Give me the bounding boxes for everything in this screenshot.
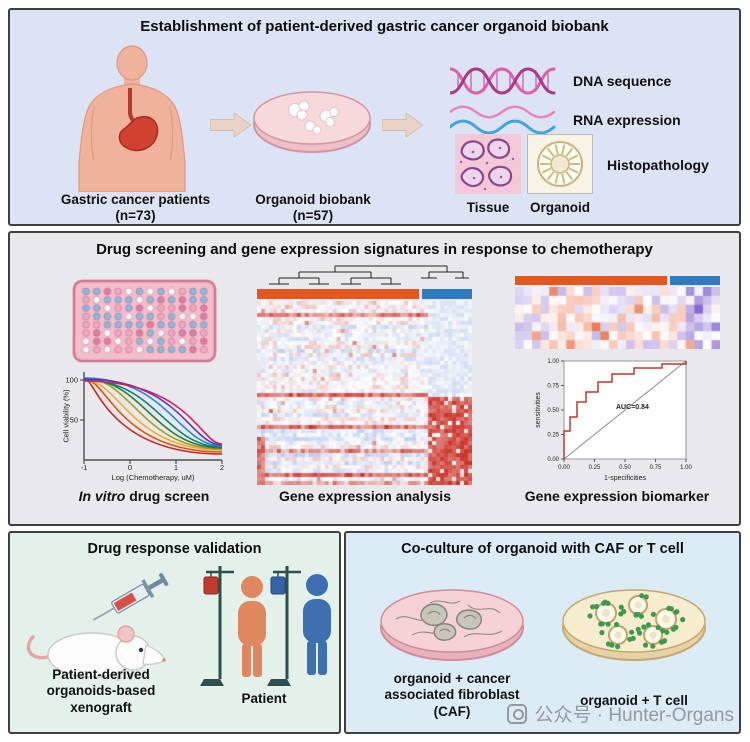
gene-expression-caption: Gene expression analysis <box>279 488 451 504</box>
roc-x-tick: 0.25 <box>589 465 601 471</box>
biobank-label: Organoid biobank (n=57) <box>255 192 371 224</box>
orange-cluster-bar <box>257 289 419 299</box>
organoid-histology-image <box>527 134 593 194</box>
blue-cluster-bar-small <box>670 276 720 285</box>
iv-pole-icon <box>267 566 301 686</box>
panel-biobank: Establishment of patient-derived gastric… <box>8 8 741 226</box>
roc-curve-chart: AUC=0.84 1.00 0.75 0.50 0.25 0.00 0.00 0… <box>535 359 692 482</box>
organoid-label: Organoid <box>530 200 590 215</box>
tissue-histology-image <box>455 134 521 194</box>
t-cell-dots <box>587 593 686 650</box>
blue-cluster-bar <box>422 289 472 299</box>
organoid-clusters <box>420 603 482 641</box>
dna-helix-icon <box>450 67 556 95</box>
viability-y-tick: 100 <box>65 376 78 385</box>
coculture-dish-tcell <box>562 589 706 661</box>
roc-y-tick: 0.25 <box>547 433 559 439</box>
viability-x-tick: 1 <box>174 463 178 472</box>
roc-y-axis-label: sensitivities <box>535 392 542 428</box>
roc-x-tick: 0.75 <box>650 465 662 471</box>
viability-x-tick: 2 <box>220 463 224 472</box>
iv-bag-red <box>203 576 219 595</box>
auc-annotation: AUC=0.84 <box>616 404 649 411</box>
xenograft-label: Patient-derived organoids-based xenograf… <box>46 667 156 715</box>
panel-coculture-title: Co-culture of organoid with CAF or T cel… <box>401 541 684 557</box>
rna-wave-icon <box>450 105 556 135</box>
well-plate-illustration <box>72 279 217 363</box>
arrow-right-icon <box>382 112 424 138</box>
panel-drug-screening: Drug screening and gene expression signa… <box>8 231 741 526</box>
viability-y-axis-label: Cell viability (%) <box>62 389 71 443</box>
roc-x-tick: 1.00 <box>680 465 692 471</box>
patient-figures <box>200 566 331 686</box>
panel-biobank-title: Establishment of patient-derived gastric… <box>140 18 609 35</box>
iv-bag-blue <box>270 576 286 595</box>
heatmap-dendrogram <box>269 265 469 285</box>
drug-screen-caption: In vitro drug screen <box>44 488 244 505</box>
roc-curve <box>563 361 687 459</box>
dose-response-chart: 100 50 -1 0 1 2 Cell viability (%) Log (… <box>62 372 224 482</box>
coculture-dish-caf <box>380 589 524 661</box>
roc-y-tick: 0.75 <box>547 384 559 390</box>
roc-y-tick: 0.00 <box>547 457 559 463</box>
mouse-body <box>26 625 166 681</box>
stomach-icon <box>118 116 159 152</box>
panel-validation: Drug response validation <box>8 531 341 734</box>
tissue-label: Tissue <box>466 200 510 215</box>
histopathology-label: Histopathology <box>607 157 709 173</box>
orange-cluster-bar-small <box>515 276 667 285</box>
viability-x-tick: -1 <box>81 463 88 472</box>
panel-drug-screening-title: Drug screening and gene expression signa… <box>96 241 653 258</box>
patient-label: Patient <box>241 691 287 706</box>
iv-pole-icon <box>200 566 234 686</box>
rna-expression-label: RNA expression <box>573 112 681 128</box>
viability-y-tick: 50 <box>70 416 78 425</box>
drug-screen-caption-italic: In vitro <box>78 488 126 504</box>
syringe-icon <box>93 572 169 621</box>
roc-x-tick: 0.50 <box>619 465 631 471</box>
roc-y-tick: 0.50 <box>547 408 559 414</box>
panel-coculture: Co-culture of organoid with CAF or T cel… <box>344 531 741 734</box>
watermark: 公众号 · Hunter-Organs <box>507 700 734 727</box>
dose-response-curves <box>83 377 223 455</box>
drug-screen-caption-rest: drug screen <box>125 488 210 504</box>
watermark-logo-icon <box>507 703 528 724</box>
viability-x-axis-label: Log (Chemotherapy, uM) <box>112 473 195 482</box>
panel-validation-title: Drug response validation <box>87 541 262 557</box>
viability-x-tick: 0 <box>128 463 132 472</box>
organoids-with-tcells <box>587 593 686 650</box>
patient-figure-orange <box>238 576 266 677</box>
watermark-text: 公众号 · Hunter-Organs <box>534 705 734 726</box>
arrow-right-icon <box>210 112 252 138</box>
dna-sequence-label: DNA sequence <box>573 73 672 89</box>
biomarker-heatmap <box>515 287 720 349</box>
roc-x-tick: 0.00 <box>558 465 570 471</box>
organoid-biobank-dish <box>253 91 371 153</box>
mouse-xenograft-illustration <box>26 572 169 681</box>
gastric-cancer-patient-illustration <box>78 45 186 192</box>
roc-x-axis-label: 1-specificities <box>604 475 647 482</box>
roc-y-tick: 1.00 <box>547 359 559 365</box>
patient-figure-blue <box>303 574 331 675</box>
biomarker-caption: Gene expression biomarker <box>524 488 710 504</box>
tcell-coculture-label: organoid + T cell <box>580 693 688 708</box>
organoid-colonies <box>288 100 339 135</box>
patients-label: Gastric cancer patients (n=73) <box>60 192 211 224</box>
organoid-cross-section <box>540 144 580 184</box>
gene-expression-heatmap <box>257 301 472 485</box>
caf-coculture-label: organoid + cancer associated fibroblast … <box>384 671 520 719</box>
